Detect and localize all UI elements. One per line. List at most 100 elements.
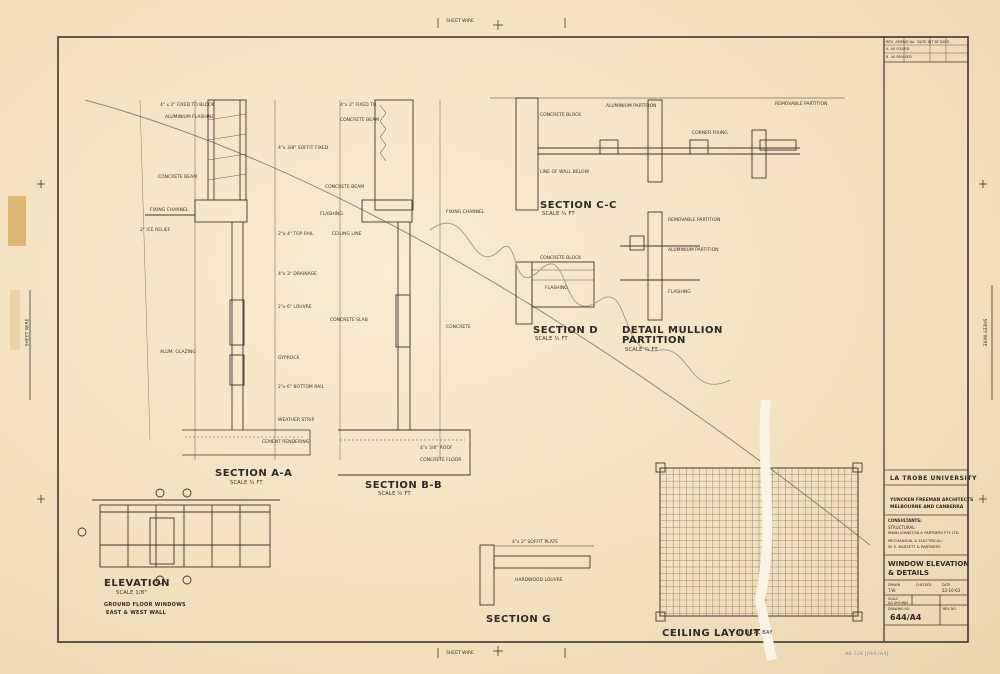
architect-line-1: YUNCKEN FREEMAN ARCHITECTS bbox=[890, 498, 974, 503]
rev-no-label: REV. NO. bbox=[943, 607, 957, 611]
note: FLASHING bbox=[545, 286, 568, 291]
scale-label: SCALE bbox=[888, 597, 899, 601]
note: 2"x 6" LOUVRE bbox=[278, 305, 312, 310]
mullion-title-2: PARTITION bbox=[622, 335, 686, 346]
note: ALUMINIUM FLASHING bbox=[165, 115, 215, 120]
note: 2"x 6" BOTTOM RAIL bbox=[278, 385, 325, 390]
section-aa-lines bbox=[139, 99, 311, 460]
note: CONCRETE FLOOR bbox=[420, 458, 462, 463]
elevation-subtitle-1: GROUND FLOOR WINDOWS bbox=[104, 602, 186, 608]
note: CORNER FIXING bbox=[692, 131, 728, 136]
ceiling-layout-scale: TYPICAL BAY bbox=[738, 630, 773, 636]
note: CONCRETE BLOCK bbox=[540, 256, 582, 261]
note: 4"x 2" FIXED TO bbox=[340, 103, 377, 108]
note: HARDWOOD LOUVRE bbox=[515, 578, 563, 583]
note: FIXING CHANNEL bbox=[150, 208, 189, 213]
registration-marks bbox=[29, 18, 993, 658]
elevation-lines bbox=[77, 488, 280, 585]
note: CONCRETE BEAM bbox=[325, 185, 365, 190]
revision-row-2: B AS REVISED bbox=[886, 55, 912, 59]
note: FIXING CHANNEL bbox=[446, 210, 485, 215]
checked-label: CHECKED bbox=[916, 583, 932, 587]
section-bb-scale: SCALE ¾ FT bbox=[378, 491, 411, 497]
section-d-title: SECTION D bbox=[533, 325, 599, 336]
ceiling-columns bbox=[655, 462, 863, 622]
archive-stamp: 4R-524 [644-/A4] bbox=[845, 651, 889, 657]
torn-strip bbox=[754, 399, 777, 661]
border-note-right: SHEET WIRE bbox=[981, 318, 987, 347]
drawing-number: 644/A4 bbox=[890, 613, 922, 622]
border-note-bottom: SHEET WIRE bbox=[446, 651, 474, 656]
note: ALUMINIUM PARTITION bbox=[606, 104, 657, 109]
mechanical-label: MECHANICAL & ELECTRICAL: bbox=[888, 538, 943, 543]
note: 2" ICE RELIEF bbox=[140, 228, 171, 233]
section-cc-title: SECTION C-C bbox=[540, 200, 617, 211]
structural-label: STRUCTURAL: bbox=[888, 525, 916, 530]
date-value: 22-10-63 bbox=[942, 588, 961, 593]
elevation-scale: SCALE 1/8" bbox=[116, 590, 147, 596]
note: REMOVABLE PARTITION bbox=[668, 218, 721, 223]
client-name: LA TROBE UNIVERSITY bbox=[890, 475, 978, 482]
section-d-scale: SCALE ¾ FT bbox=[535, 336, 568, 342]
tape-left-faint bbox=[10, 290, 20, 350]
section-bb-title: SECTION B-B bbox=[365, 480, 443, 491]
note: REMOVABLE PARTITION bbox=[775, 102, 828, 107]
note: CONCRETE BLOCK bbox=[540, 113, 582, 118]
note: WEATHER STRIP bbox=[278, 418, 315, 423]
section-d-lines bbox=[515, 261, 595, 325]
note: 4"x 3/8" SOFFIT FIXED bbox=[278, 146, 329, 151]
section-bb-lines bbox=[338, 99, 471, 476]
mechanical-firm: W. E. BASSETT & PARTNERS bbox=[888, 544, 941, 549]
note: ALUMINIUM PARTITION bbox=[668, 248, 719, 253]
ceiling-layout-title: CEILING LAYOUT bbox=[662, 628, 761, 639]
date-label: DATE bbox=[942, 583, 951, 587]
drawn-label: DRAWN bbox=[888, 583, 901, 587]
note: CONCRETE bbox=[446, 325, 471, 330]
diagonal-pencil-line bbox=[84, 99, 871, 546]
note: FLASHING bbox=[668, 290, 691, 295]
scribble-mark bbox=[429, 222, 731, 385]
mullion-partition-lines bbox=[620, 211, 700, 321]
outer-border bbox=[57, 36, 969, 643]
consultants-label: CONSULTANTS: bbox=[888, 518, 922, 523]
drawing-no-label: DRAWING NO. bbox=[888, 607, 911, 611]
elevation-subtitle-2: EAST & WEST WALL bbox=[106, 610, 167, 616]
sheet-title-1: WINDOW ELEVATION bbox=[888, 560, 970, 568]
note: CONCRETE BEAM bbox=[158, 175, 198, 180]
elevation-title: ELEVATION bbox=[104, 578, 170, 589]
structural-firm: IRWIN JOHNSTON & PARTNERS PTY. LTD. bbox=[888, 531, 960, 535]
tape-left bbox=[8, 196, 26, 246]
architect-line-2: MELBOURNE AND CANBERRA bbox=[890, 505, 964, 510]
title-block-lines bbox=[884, 37, 968, 626]
section-cc-scale: SCALE ¾ FT bbox=[542, 211, 575, 217]
scale-value: AS SHOWN bbox=[888, 601, 908, 605]
revision-header: REV AMEND No. DATE INT BY DATE bbox=[886, 40, 950, 44]
note: ALUM. GLAZING bbox=[160, 350, 196, 355]
section-g-title: SECTION G bbox=[486, 614, 551, 625]
border-note-left: SHEET WIRE bbox=[25, 318, 31, 347]
note: FLASHING bbox=[320, 212, 343, 217]
note: 2"x 4" TOP RAIL bbox=[278, 232, 314, 237]
note: CEILING LINE bbox=[332, 232, 362, 237]
note: CEMENT RENDERING bbox=[262, 440, 310, 445]
mullion-title-1: DETAIL MULLION bbox=[622, 325, 723, 336]
mullion-scale: SCALE ¾ FT bbox=[625, 347, 658, 353]
note: LINE OF WALL BELOW bbox=[540, 170, 590, 175]
note: 4" x 2" FIXED TO BLOCK bbox=[160, 103, 215, 108]
note: 4"x 3" DRAINAGE bbox=[278, 272, 317, 277]
note: 4"x 2" SOFFIT PLATE bbox=[512, 540, 559, 545]
note: GYPROCK bbox=[278, 356, 300, 361]
revision-row-1: A AS ISSUED bbox=[886, 47, 910, 51]
sheet-title-2: & DETAILS bbox=[888, 569, 929, 577]
section-aa-scale: SCALE ¾ FT bbox=[230, 480, 263, 486]
drawn-value: T.W. bbox=[888, 588, 897, 593]
note: 4"x 3/8" ROOF bbox=[420, 446, 453, 451]
note: CONCRETE SLAB bbox=[330, 318, 368, 323]
section-g-lines bbox=[479, 544, 594, 606]
section-aa-title: SECTION A-A bbox=[215, 468, 293, 479]
border-note-top: SHEET WIRE bbox=[446, 19, 474, 24]
section-cc-lines bbox=[490, 97, 845, 211]
note: CONCRETE BEAM bbox=[340, 118, 380, 123]
